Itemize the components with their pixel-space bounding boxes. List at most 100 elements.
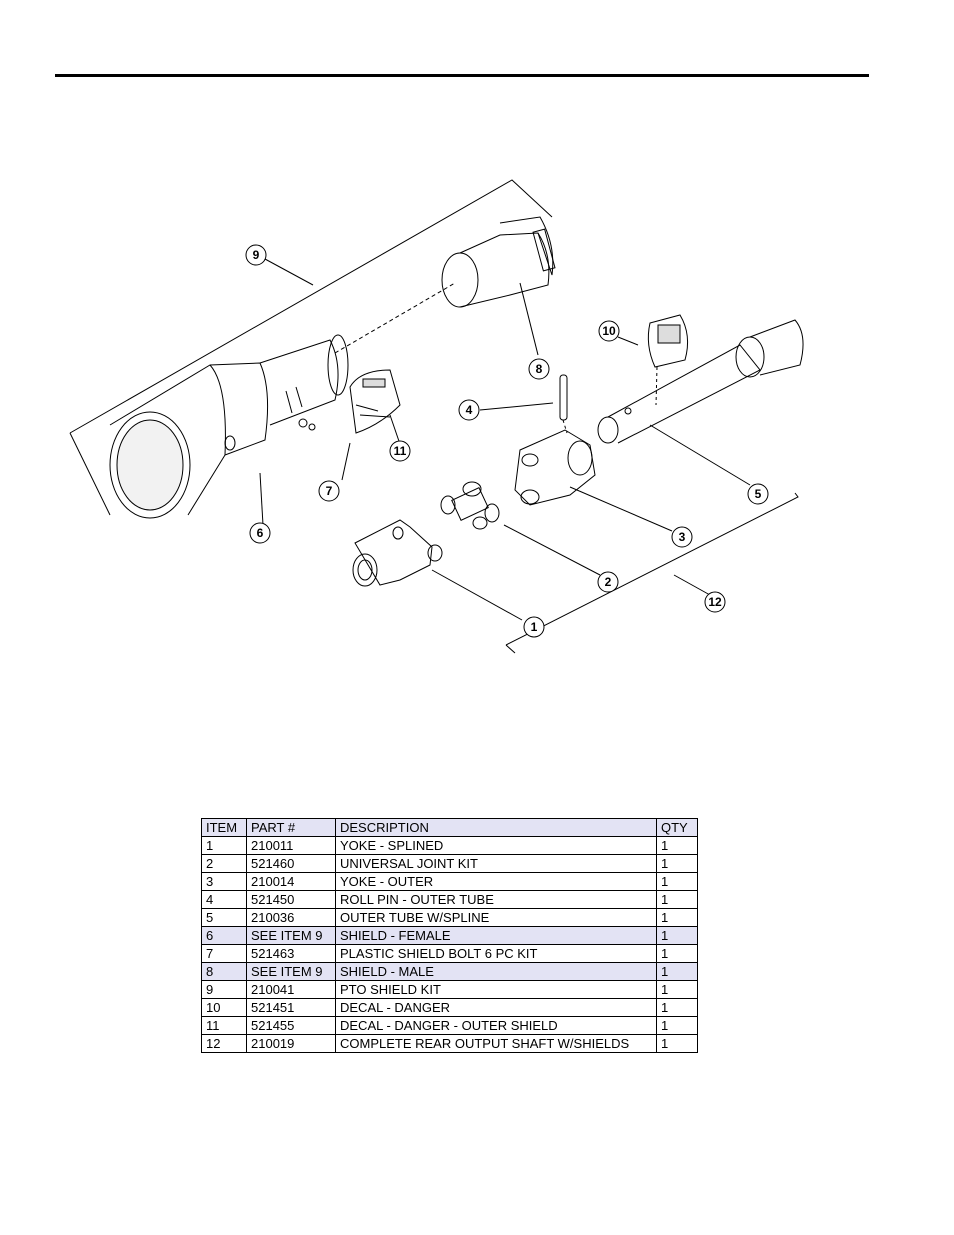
decal-11-drawing bbox=[349, 369, 401, 434]
table-row: 11 521455 DECAL - DANGER - OUTER SHIELD … bbox=[201, 1016, 698, 1035]
cell-part: 210011 bbox=[246, 836, 336, 855]
cell-description: SHIELD - MALE bbox=[335, 962, 657, 981]
table-row: 5 210036 OUTER TUBE W/SPLINE 1 bbox=[201, 908, 698, 927]
callout-10: 10 bbox=[598, 320, 620, 342]
cell-description: OUTER TUBE W/SPLINE bbox=[335, 908, 657, 927]
cell-part: 521451 bbox=[246, 998, 336, 1017]
cell-part: 210014 bbox=[246, 872, 336, 891]
cell-item: 7 bbox=[201, 944, 247, 963]
callout-10-label: 10 bbox=[602, 324, 616, 338]
callout-6: 6 bbox=[249, 522, 271, 544]
bracket-9-left bbox=[69, 432, 111, 516]
bracket-12-end bbox=[505, 644, 516, 654]
cell-part: 521463 bbox=[246, 944, 336, 963]
cell-qty: 1 bbox=[656, 890, 698, 909]
cell-item: 10 bbox=[201, 998, 247, 1017]
cell-item: 3 bbox=[201, 872, 247, 891]
cell-qty: 1 bbox=[656, 1016, 698, 1035]
cell-part: 210041 bbox=[246, 980, 336, 999]
diagram-svg: 1 2 3 4 5 6 7 8 bbox=[69, 179, 804, 654]
cell-item: 4 bbox=[201, 890, 247, 909]
cell-item: 2 bbox=[201, 854, 247, 873]
cell-qty: 1 bbox=[656, 854, 698, 873]
cell-item: 9 bbox=[201, 980, 247, 999]
outer-tube-drawing bbox=[597, 319, 804, 444]
table-row: 2 521460 UNIVERSAL JOINT KIT 1 bbox=[201, 854, 698, 873]
callout-1: 1 bbox=[523, 616, 545, 638]
table-row: 3 210014 YOKE - OUTER 1 bbox=[201, 872, 698, 891]
cell-item: 11 bbox=[201, 1016, 247, 1035]
cell-description: COMPLETE REAR OUTPUT SHAFT W/SHIELDS bbox=[335, 1034, 657, 1053]
yoke-splined-drawing bbox=[352, 519, 443, 587]
cell-part: SEE ITEM 9 bbox=[246, 926, 336, 945]
cell-qty: 1 bbox=[656, 872, 698, 891]
parts-table: ITEM PART # DESCRIPTION QTY 1 210011 YOK… bbox=[201, 818, 698, 1053]
bracket-9 bbox=[69, 179, 553, 434]
callout-2-label: 2 bbox=[605, 575, 612, 589]
header-rule bbox=[55, 74, 869, 77]
callout-4-label: 4 bbox=[466, 403, 473, 417]
dash-9 bbox=[334, 282, 456, 354]
cell-item: 6 bbox=[201, 926, 247, 945]
cell-item: 1 bbox=[201, 836, 247, 855]
cell-description: SHIELD - FEMALE bbox=[335, 926, 657, 945]
callout-8-label: 8 bbox=[536, 362, 543, 376]
table-row: 7 521463 PLASTIC SHIELD BOLT 6 PC KIT 1 bbox=[201, 944, 698, 963]
cell-part: 521455 bbox=[246, 1016, 336, 1035]
table-row: 10 521451 DECAL - DANGER 1 bbox=[201, 998, 698, 1017]
callout-11-label: 11 bbox=[394, 444, 407, 458]
cell-description: YOKE - OUTER bbox=[335, 872, 657, 891]
cell-item: 12 bbox=[201, 1034, 247, 1053]
cell-description: PTO SHIELD KIT bbox=[335, 980, 657, 999]
exploded-parts-diagram: 1 2 3 4 5 6 7 8 bbox=[60, 175, 820, 665]
table-row: 4 521450 ROLL PIN - OUTER TUBE 1 bbox=[201, 890, 698, 909]
bracket-12 bbox=[505, 492, 799, 646]
cell-description: PLASTIC SHIELD BOLT 6 PC KIT bbox=[335, 944, 657, 963]
callout-9: 9 bbox=[245, 244, 267, 266]
cell-qty: 1 bbox=[656, 908, 698, 927]
cell-qty: 1 bbox=[656, 998, 698, 1017]
cell-description: DECAL - DANGER bbox=[335, 998, 657, 1017]
cell-qty: 1 bbox=[656, 926, 698, 945]
shield-female-drawing bbox=[109, 334, 349, 519]
header-description: DESCRIPTION bbox=[335, 818, 657, 837]
cell-part: 210036 bbox=[246, 908, 336, 927]
callout-1-label: 1 bbox=[531, 620, 538, 634]
cell-description: YOKE - SPLINED bbox=[335, 836, 657, 855]
cell-qty: 1 bbox=[656, 1034, 698, 1053]
callout-8: 8 bbox=[528, 358, 550, 380]
decal-10-drawing bbox=[647, 314, 689, 368]
cell-item: 5 bbox=[201, 908, 247, 927]
cell-part: SEE ITEM 9 bbox=[246, 962, 336, 981]
callout-4: 4 bbox=[458, 399, 480, 421]
cell-qty: 1 bbox=[656, 962, 698, 981]
cell-qty: 1 bbox=[656, 944, 698, 963]
header-item: ITEM bbox=[201, 818, 247, 837]
table-row: 6 SEE ITEM 9 SHIELD - FEMALE 1 bbox=[201, 926, 698, 945]
callout-5: 5 bbox=[747, 483, 769, 505]
callout-7-label: 7 bbox=[326, 484, 333, 498]
table-row: 1 210011 YOKE - SPLINED 1 bbox=[201, 836, 698, 855]
cell-qty: 1 bbox=[656, 980, 698, 999]
roll-pin-drawing bbox=[559, 374, 568, 421]
callout-12-label: 12 bbox=[708, 595, 722, 609]
callout-3-label: 3 bbox=[679, 530, 686, 544]
callout-7: 7 bbox=[318, 480, 340, 502]
cell-description: UNIVERSAL JOINT KIT bbox=[335, 854, 657, 873]
callout-2: 2 bbox=[597, 571, 619, 593]
cell-description: ROLL PIN - OUTER TUBE bbox=[335, 890, 657, 909]
bolt-7 bbox=[298, 418, 308, 428]
callout-6-label: 6 bbox=[257, 526, 264, 540]
callout-11: 11 bbox=[389, 440, 411, 462]
cell-description: DECAL - DANGER - OUTER SHIELD bbox=[335, 1016, 657, 1035]
callout-9-label: 9 bbox=[253, 248, 260, 262]
table-row: 8 SEE ITEM 9 SHIELD - MALE 1 bbox=[201, 962, 698, 981]
table-header-row: ITEM PART # DESCRIPTION QTY bbox=[201, 818, 698, 837]
table-row: 12 210019 COMPLETE REAR OUTPUT SHAFT W/S… bbox=[201, 1034, 698, 1053]
callout-3: 3 bbox=[671, 526, 693, 548]
header-part: PART # bbox=[246, 818, 336, 837]
cell-part: 521450 bbox=[246, 890, 336, 909]
callout-12: 12 bbox=[704, 591, 726, 613]
header-qty: QTY bbox=[656, 818, 698, 837]
cell-qty: 1 bbox=[656, 836, 698, 855]
